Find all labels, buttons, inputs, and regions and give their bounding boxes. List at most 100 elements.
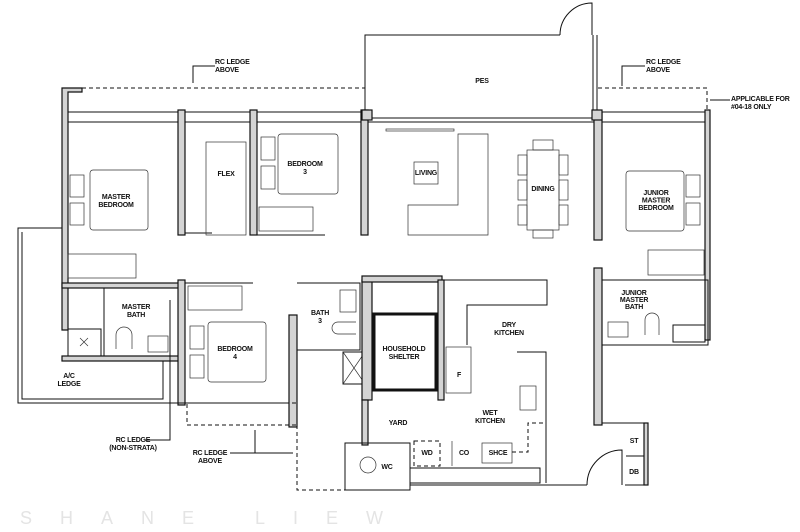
watermark: SHANE LIEW [20,508,411,528]
coffee-table [413,161,439,185]
label-wc: WC [381,464,392,471]
pillow [189,325,205,350]
wall-bed4-west [177,279,186,406]
flex-counter [205,141,247,236]
shower-ledge [672,324,706,343]
label-st: ST [630,438,639,445]
shower [67,328,102,357]
wall-yard [361,399,369,446]
tv-console [385,128,455,132]
shower-drain-icon [342,351,366,385]
junior-master-bath-outline [602,279,709,346]
label-shce: SHCE [489,450,508,457]
wall-master-bath-top [61,282,181,289]
label-fridge: F [457,372,462,379]
label-flex: FLEX [217,171,235,178]
rc-ledge-bottom-outline [186,402,298,426]
bed [277,133,339,195]
chair [517,204,528,226]
wall-bed3-living [360,109,369,236]
label-dining: DINING [531,186,555,193]
label-db: DB [629,469,639,476]
basin [147,335,169,353]
kitchen-counter-right [517,351,547,483]
label-co: CO [459,450,470,457]
rc-ledge-bottom-outline [296,425,345,491]
toilet [115,326,133,349]
wall-master-bath-bottom [61,355,181,362]
column [591,109,603,121]
window-north-left[interactable] [67,111,366,123]
washer-dryer [413,440,441,467]
bed [625,170,685,232]
wall-dining-junior [593,111,603,241]
fridge [445,346,472,394]
pillow [685,202,701,226]
wall-shelter-top [361,275,443,283]
wall-west [61,87,83,331]
chair [558,204,569,226]
pillow [260,165,276,190]
sink [519,385,537,411]
wardrobe [67,253,137,279]
chair [517,154,528,176]
hood-outline [512,422,545,453]
floor-trap-icon [79,337,89,347]
st-db-outline [602,422,649,486]
wall-east-service [593,267,603,426]
rc-ledge-top-right-outline [598,87,708,112]
label-applicable-note: APPLICABLE FOR#04-18 ONLY [731,96,790,111]
basin [339,289,357,313]
pillow [685,174,701,198]
column [361,109,373,121]
chair [558,154,569,176]
leader-line [192,65,215,83]
pes-boundary [364,34,598,112]
label-rc-ledge-non-strata: RC LEDGE(NON-STRATA) [109,437,157,452]
ac-ledge-inner [21,232,164,400]
wall-stub [185,232,325,236]
pillow [189,354,205,379]
chair [558,179,569,201]
pillow [69,202,85,226]
wall-bed4 [178,282,290,404]
wardrobe [647,249,705,276]
wall-st-db [643,422,649,486]
leader-line [621,65,645,86]
window-north-right[interactable] [599,111,706,123]
wardrobe [187,285,243,311]
chair [532,139,554,151]
sliding-door-pes[interactable] [364,117,598,123]
pes-gate-door[interactable] [559,2,593,36]
wall-shelter-east [437,279,445,401]
leader-line [145,300,171,441]
household-shelter[interactable] [372,312,438,392]
chair [517,179,528,201]
label-yard: YARD [389,420,408,427]
label-living: LIVING [415,170,438,177]
bath-3-outline [297,282,361,351]
label-wd: WD [421,450,432,457]
pillow [69,174,85,198]
bed [207,321,267,383]
kitchen-counter-bottom [409,467,541,484]
hob [481,442,513,464]
leader-line [230,430,293,454]
sofa [407,133,489,236]
dry-kitchen-counter [444,279,548,345]
wall-flex-bed3 [249,109,258,236]
wc-outline [344,442,411,491]
main-entrance-door[interactable] [586,449,623,486]
chair [532,229,554,239]
